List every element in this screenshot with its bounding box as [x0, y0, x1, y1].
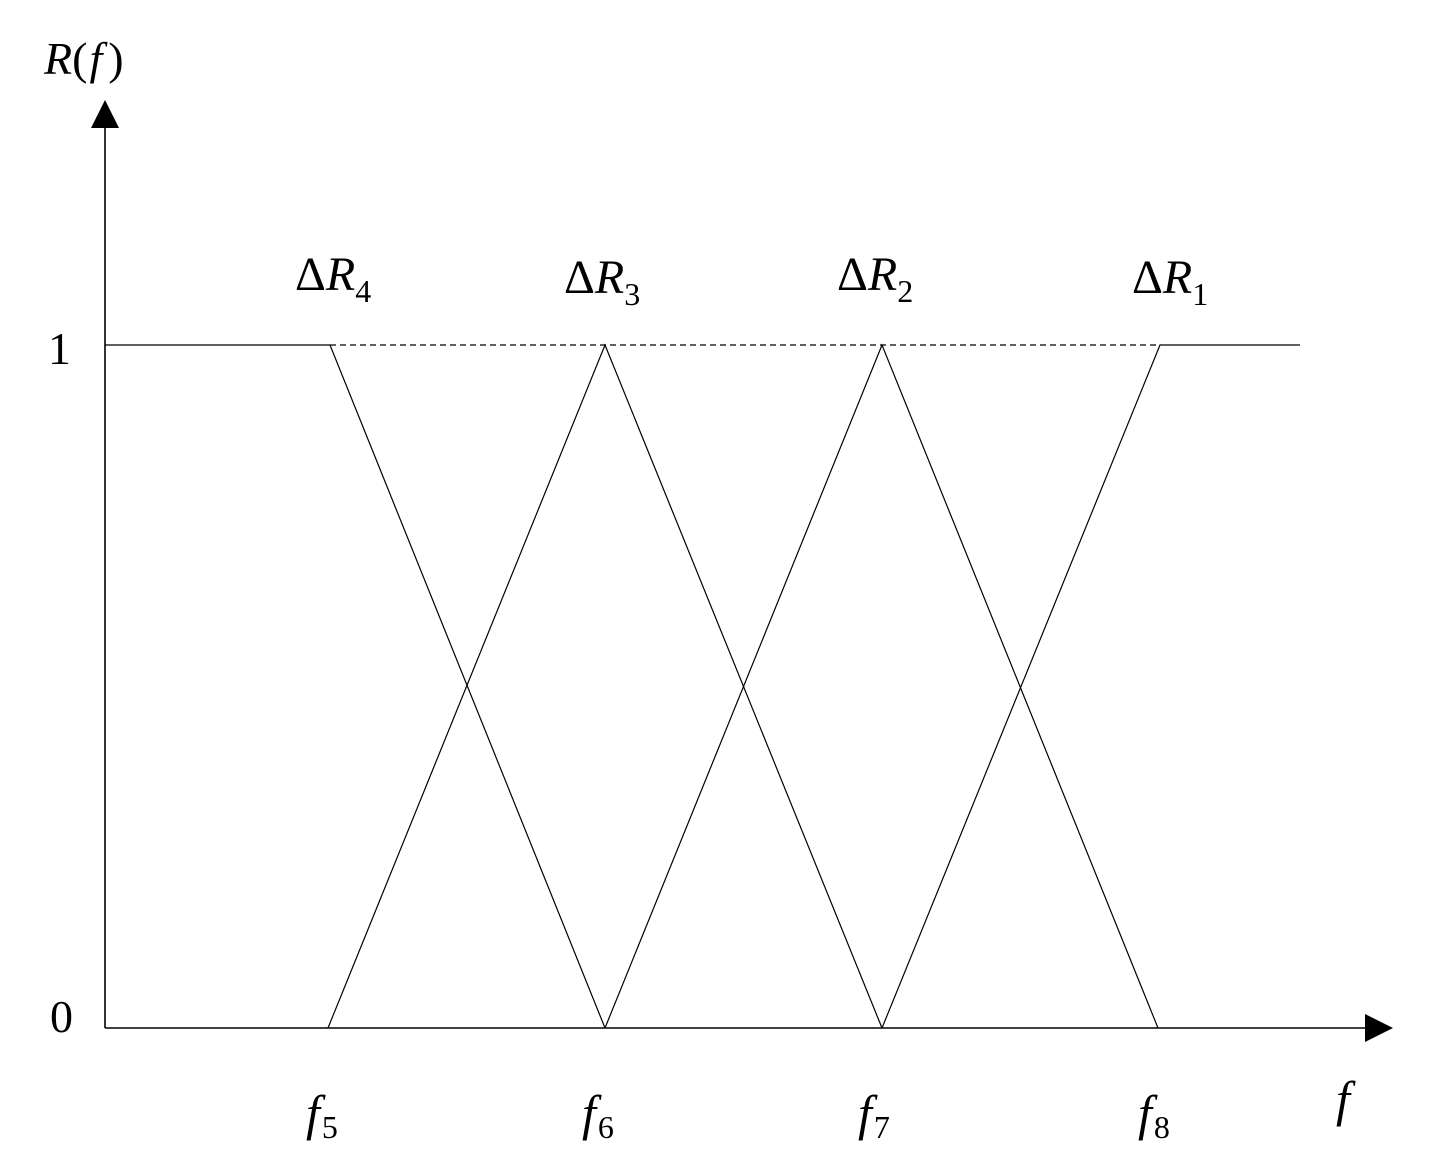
x-tick-label-f7: f7 — [858, 1085, 890, 1145]
membership-curve-r2 — [604, 343, 1159, 1029]
membership-label-r2: ΔR2 — [837, 248, 913, 309]
membership-curve-r4 — [105, 344, 606, 1029]
membership-curve-r1 — [881, 344, 1300, 1029]
x-tick-label-f6: f6 — [582, 1085, 614, 1145]
membership-curve-r3 — [327, 343, 883, 1029]
membership-label-r4: ΔR4 — [295, 248, 371, 309]
x-tick-label-f5: f5 — [306, 1085, 338, 1145]
membership-label-r1: ΔR1 — [1132, 251, 1208, 312]
x-axis-arrow-icon — [1365, 1014, 1393, 1042]
y-tick-label-1: 1 — [48, 323, 71, 374]
y-tick-label-0: 0 — [50, 991, 73, 1042]
x-axis-title: f — [1336, 1071, 1356, 1127]
y-axis-arrow-icon — [91, 100, 119, 128]
y-axis-title: R(f) — [43, 33, 124, 84]
membership-label-r3: ΔR3 — [564, 251, 640, 312]
x-tick-label-f8: f8 — [1138, 1085, 1170, 1145]
